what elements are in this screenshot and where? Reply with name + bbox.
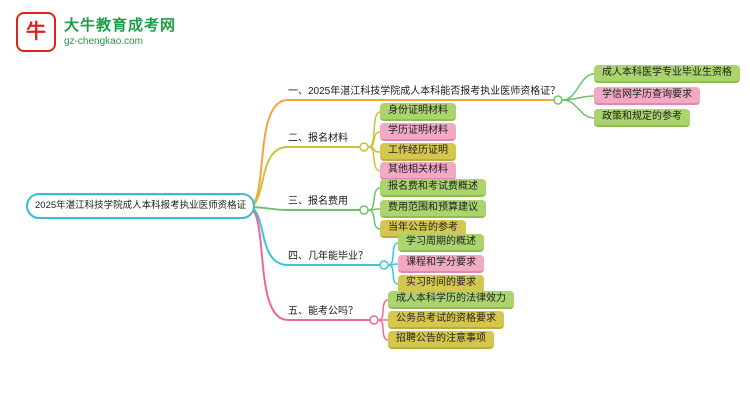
branch-4-sublines xyxy=(388,242,399,285)
leaf-node: 学历证明材料 xyxy=(380,123,456,141)
branch-5-sublines xyxy=(378,299,389,341)
branch-1-curve xyxy=(247,99,555,208)
leaf-node: 政策和规定的参考 xyxy=(594,109,690,127)
branch-2-sublines xyxy=(368,111,381,172)
branch-4-dot xyxy=(379,260,389,270)
leaf-node: 身份证明材料 xyxy=(380,103,456,121)
central-topic: 2025年湛江科技学院成人本科报考执业医师资格证 xyxy=(26,193,256,219)
leaf-node: 课程和学分要求 xyxy=(398,255,484,273)
branch-1-label: 一、2025年湛江科技学院成人本科能否报考执业医师资格证？ xyxy=(288,86,561,97)
branch-5-curve xyxy=(247,206,371,321)
branch-5-label: 五、能考公吗？ xyxy=(288,306,358,317)
leaf-node: 招聘公告的注意事项 xyxy=(388,331,494,349)
branch-3-sublines xyxy=(368,187,381,230)
branch-1-sublines xyxy=(562,73,595,119)
leaf-node: 成人本科学历的法律效力 xyxy=(388,291,514,309)
leaf-node: 学信网学历查询要求 xyxy=(594,87,700,105)
branch-2-dot xyxy=(359,142,369,152)
leaf-node: 其他相关材料 xyxy=(380,162,456,180)
logo-title: 大牛教育成考网 xyxy=(64,16,177,34)
leaf-node: 成人本科医学专业毕业生资格 xyxy=(594,65,740,83)
site-logo: 牛 大牛教育成考网 gz-chengkao.com xyxy=(16,12,176,52)
branch-2-label: 二、报名材料 xyxy=(288,133,348,144)
bull-logo-icon: 牛 xyxy=(16,12,56,52)
leaf-node: 报名费和考试费概述 xyxy=(380,179,486,197)
logo-subtitle: gz-chengkao.com xyxy=(64,35,143,47)
leaf-node: 费用范围和预算建议 xyxy=(380,200,486,218)
leaf-node: 公务员考试的资格要求 xyxy=(388,311,504,329)
leaf-node: 学习周期的概述 xyxy=(398,234,484,252)
leaf-node: 工作经历证明 xyxy=(380,143,456,161)
branch-4-label: 四、几年能毕业？ xyxy=(288,251,368,262)
branch-3-dot xyxy=(359,205,369,215)
branch-1-dot xyxy=(553,95,563,105)
branch-3-label: 三、报名费用 xyxy=(288,196,348,207)
branch-5-dot xyxy=(369,315,379,325)
